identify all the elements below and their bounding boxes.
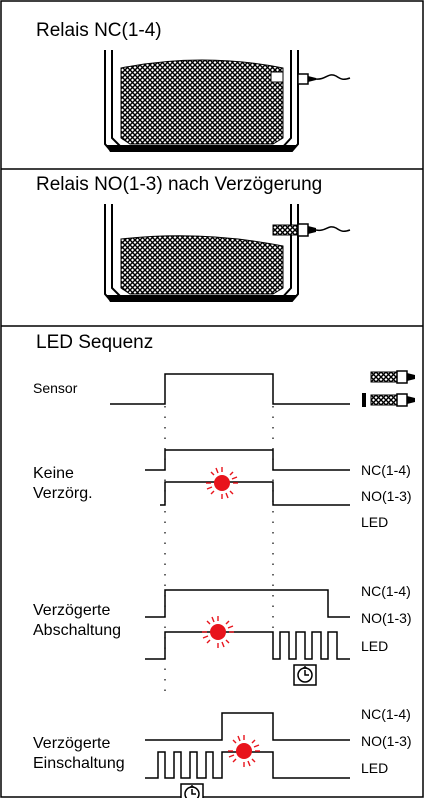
- legend-led: LED: [361, 760, 389, 776]
- tank-low-illustration: [104, 204, 351, 302]
- led-indicator-delayed-on: [227, 734, 261, 768]
- row-label-no-delay: Keine Verzörg.: [33, 465, 93, 502]
- legend-led: LED: [361, 638, 389, 654]
- timer-icon: [293, 664, 317, 686]
- delayed-on-traces: [145, 712, 350, 779]
- led-indicator-no-delay: [205, 466, 239, 500]
- legend-no: NO(1-3): [361, 488, 412, 504]
- sensor-signal-trace: [110, 373, 350, 405]
- row-label-sensor: Sensor: [33, 380, 78, 396]
- legend-led: LED: [361, 514, 389, 530]
- section-title-led-sequence: LED Sequenz: [36, 332, 154, 353]
- row-label-delayed-on: Verzögerte Einschaltung: [33, 735, 125, 772]
- legend-no: NO(1-3): [361, 610, 412, 626]
- delayed-off-traces: [145, 589, 350, 660]
- legend-no: NO(1-3): [361, 733, 412, 749]
- sensor-probe-icons: [362, 370, 416, 407]
- timer-icon: [180, 783, 204, 798]
- legend-nc: NC(1-4): [361, 706, 411, 722]
- led-indicator-delayed-off: [201, 615, 235, 649]
- row-label-delayed-off: Verzögerte Abschaltung: [33, 602, 122, 639]
- section-title-relay-nc: Relais NC(1-4): [36, 20, 162, 41]
- no-delay-traces: [145, 449, 350, 506]
- tank-full-illustration: [104, 50, 351, 152]
- legend-nc: NC(1-4): [361, 583, 411, 599]
- legend-nc: NC(1-4): [361, 462, 411, 478]
- section-title-relay-no: Relais NO(1-3) nach Verzögerung: [36, 174, 323, 195]
